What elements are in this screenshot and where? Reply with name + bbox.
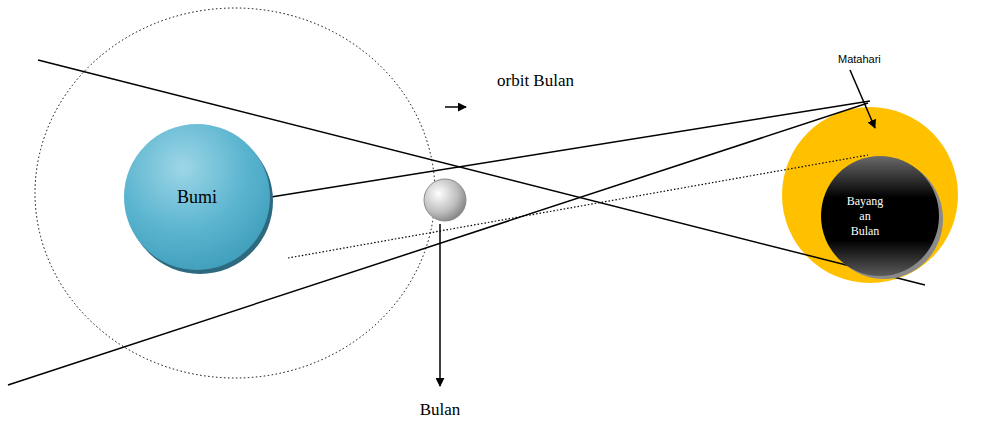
planet-name: Bumi [177, 186, 217, 209]
body-label: Matahari [838, 53, 881, 65]
orbit-label: orbit Bulan [497, 71, 574, 91]
shadow-name: Bayang an Bulan [847, 194, 884, 239]
orbit-arrow [445, 106, 466, 108]
dotted-ray [288, 155, 868, 258]
earth-circle: Bumi [122, 122, 272, 272]
shadow-ellipse: Bayang an Bulan [818, 153, 942, 279]
leader-arrow [850, 70, 875, 128]
light-ray [8, 103, 868, 385]
light-ray [38, 60, 925, 285]
moon-orbit [35, 8, 435, 378]
moon-disc [424, 179, 466, 221]
body-label: Bulan [420, 400, 461, 420]
shadow-shape [818, 153, 942, 279]
light-ray [271, 101, 870, 197]
leader-arrow [439, 224, 441, 386]
sun-disc [782, 107, 958, 283]
